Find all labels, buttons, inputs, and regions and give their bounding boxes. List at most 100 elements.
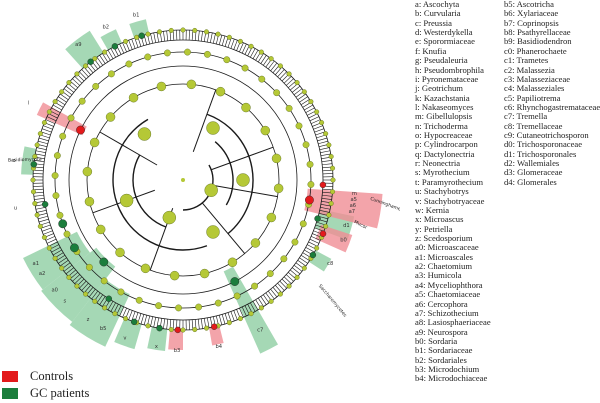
leaf-node: [59, 265, 65, 271]
leaf-branch: [252, 49, 259, 59]
gc-clade-code: c7: [257, 327, 263, 333]
leaf-branch: [313, 125, 323, 130]
leaf-branch: [72, 274, 80, 282]
leaf-node: [314, 245, 320, 251]
leaf-branch: [65, 85, 75, 93]
taxon-legend-item: c7: Tremella: [504, 111, 548, 122]
leaf-branch: [91, 290, 99, 300]
leaf-branch: [320, 153, 331, 156]
leaf-branch: [315, 131, 326, 136]
order-node: [162, 210, 177, 225]
family-node: [128, 93, 139, 103]
leaf-node: [37, 223, 43, 229]
leaf-branch: [40, 224, 51, 229]
leaf-branch: [45, 119, 55, 124]
leaf-branch: [252, 301, 259, 311]
leaf-node: [123, 316, 129, 322]
leaf-branch: [74, 276, 83, 284]
genus-node: [291, 238, 299, 246]
taxon-legend-item: u: Stachybotrys: [415, 186, 469, 197]
leaf-branch: [311, 119, 321, 124]
taxon-legend-item: b0: Sordaria: [415, 335, 458, 346]
leaf-node: [330, 189, 336, 195]
leaf-branch: [38, 140, 48, 145]
gc-clade-sector: [147, 326, 168, 352]
taxon-legend-item: q: Dactylonectria: [415, 148, 475, 159]
genus-node: [144, 53, 152, 61]
gc-enriched-node: [58, 219, 68, 229]
clade-arc: [206, 113, 254, 235]
taxon-legend-item: l: Nakaseomyces: [415, 101, 474, 112]
taxonomy-ring: [86, 83, 280, 277]
leaf-branch: [131, 38, 136, 49]
leaf-node: [41, 120, 47, 126]
genus-node: [52, 192, 60, 199]
leaf-node: [294, 80, 300, 86]
gc-enriched-node: [30, 161, 38, 168]
family-node: [273, 183, 284, 194]
leaf-branch: [96, 56, 103, 66]
leaf-branch: [311, 236, 321, 241]
controls-clade-code: b0: [340, 238, 347, 244]
leaf-node: [74, 283, 80, 289]
leaf-branch: [70, 272, 78, 280]
genus-node: [299, 220, 307, 228]
gc-enriched-node: [130, 318, 138, 326]
leaf-branch: [286, 78, 294, 86]
leaf-branch: [230, 311, 235, 322]
family-node: [266, 212, 277, 223]
leaf-branch: [218, 35, 223, 45]
genus-node: [214, 299, 222, 307]
taxon-legend-item: m: Gibellulopsis: [415, 111, 473, 122]
leaf-node: [192, 27, 198, 33]
genus-node: [67, 114, 75, 122]
leaf-branch: [322, 169, 333, 172]
leaf-branch: [65, 267, 75, 275]
leaf-branch: [197, 30, 200, 41]
taxon-legend-item: b3: Microdochium: [415, 364, 480, 375]
leaf-branch: [107, 301, 114, 311]
leaf-node: [30, 189, 36, 195]
leaf-branch: [134, 37, 139, 48]
leaf-branch: [318, 140, 328, 145]
taxon-legend-item: k: Kazachstania: [415, 92, 470, 103]
taxon-legend-item: y: Petriella: [415, 223, 453, 234]
leaf-branch: [288, 272, 296, 280]
genus-node: [155, 302, 162, 310]
taxon-legend-item: r: Neonectria: [415, 158, 461, 169]
order-node: [236, 173, 250, 187]
leaf-node: [268, 298, 274, 304]
leaf-branch: [263, 294, 270, 304]
clade-branch: [192, 89, 217, 152]
leaf-branch: [59, 260, 69, 267]
leaf-branch: [99, 55, 106, 64]
controls-clade-code: b3: [174, 348, 181, 354]
leaf-branch: [119, 43, 125, 54]
leaf-branch: [81, 283, 89, 291]
genus-node: [295, 122, 303, 130]
leaf-node: [102, 305, 108, 311]
family-node: [156, 81, 167, 92]
taxon-legend-item: c1: Trametes: [504, 55, 549, 66]
leaf-branch: [239, 308, 244, 318]
leaf-branch: [314, 128, 325, 133]
leaf-branch: [128, 310, 133, 320]
leaf-branch: [36, 210, 47, 213]
leaf-node: [258, 305, 264, 311]
leaf-node: [286, 71, 292, 77]
leaf-node: [145, 323, 151, 329]
leaf-branch: [191, 319, 194, 330]
leaf-branch: [58, 257, 67, 264]
leaf-branch: [263, 56, 270, 66]
leaf-node: [123, 38, 129, 44]
leaf-branch: [48, 113, 58, 119]
leaf-branch: [322, 194, 333, 197]
leaf-branch: [52, 104, 62, 111]
genus-node: [241, 64, 249, 72]
gc-clade-code: a2: [39, 271, 45, 277]
gc-enriched-node: [111, 43, 119, 50]
taxon-legend-item: b5: Ascotricha: [504, 0, 554, 9]
leaf-branch: [207, 32, 210, 43]
leaf-node: [326, 142, 332, 148]
leaf-branch: [48, 241, 58, 247]
